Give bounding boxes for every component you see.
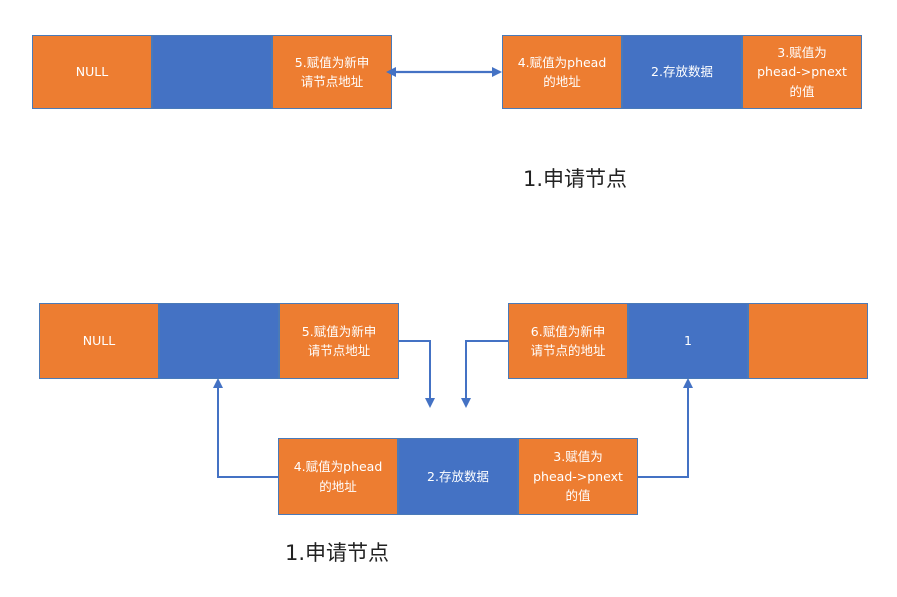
bottom-left-node-next-cell: 5.赋值为新申 请节点地址 [279,303,399,379]
top-right-node-data-cell: 2.存放数据 [622,35,742,109]
bottom-right-node-prev-cell: 6.赋值为新申 请节点的地址 [508,303,628,379]
arrow-new-prev-to-left-node [213,378,278,478]
bottom-right-node-next-cell [748,303,868,379]
top-right-node-next-cell: 3.赋值为 phead->pnext 的值 [742,35,862,109]
arrow-new-next-to-right-node [638,378,693,478]
bottom-new-node-data-cell: 2.存放数据 [398,438,518,515]
bottom-right-node-data-cell: 1 [628,303,748,379]
top-left-node-prev-cell: NULL [32,35,152,109]
bottom-left-node-prev-cell: NULL [39,303,159,379]
arrow-next-to-new-node [399,340,435,408]
arrow-prev-to-new-node [461,340,508,408]
bottom-left-node-data-cell [159,303,279,379]
top-caption: 1.申请节点 [523,167,628,191]
top-right-node-prev-cell: 4.赋值为phead 的地址 [502,35,622,109]
bottom-new-node-next-cell: 3.赋值为 phead->pnext 的值 [518,438,638,515]
bottom-caption: 1.申请节点 [285,541,390,565]
bottom-new-node-prev-cell: 4.赋值为phead 的地址 [278,438,398,515]
top-left-node-data-cell [152,35,272,109]
